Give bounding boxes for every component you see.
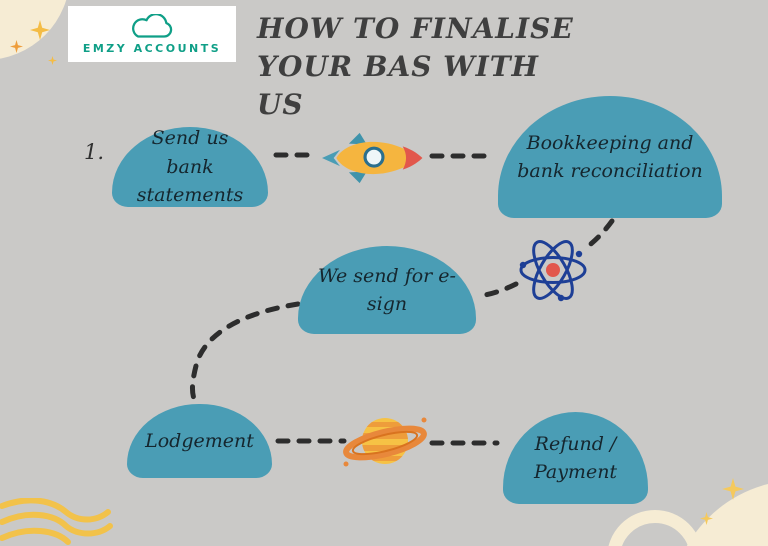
step-label: Refund / Payment — [533, 432, 618, 484]
page-title: HOW TO FINALISE YOUR BAS WITH US — [257, 10, 577, 124]
squiggle-lines — [0, 498, 113, 545]
connector-atom-to-esign — [477, 281, 519, 299]
step-number: 1. — [84, 140, 105, 164]
title-line-1: HOW TO FINALISE — [257, 12, 574, 45]
step-label: We send for e-sign — [318, 264, 456, 316]
cloud-icon — [132, 13, 173, 38]
connector-esign-to-lodgement — [190, 301, 301, 409]
step-we-send-for-e-sign: We send for e-sign — [298, 246, 476, 334]
planet-icon — [343, 417, 427, 467]
atom-icon — [519, 240, 587, 302]
step-lodgement: Lodgement — [127, 404, 272, 478]
step-label: Lodgement — [145, 429, 254, 452]
step-refund-payment: Refund / Payment — [503, 412, 648, 504]
title-line-2: YOUR BAS WITH US — [257, 50, 540, 121]
logo-text: EMZY ACCOUNTS — [82, 41, 222, 55]
step-send-us-bank-statements: Send us bank statements — [112, 127, 268, 207]
step-label: Send us bank statements — [136, 127, 244, 207]
sparkle-icon — [48, 56, 57, 65]
rocket-icon — [322, 132, 423, 184]
logo: EMZY ACCOUNTS — [68, 6, 236, 62]
step-label: Bookkeeping and bank reconciliation — [517, 131, 703, 183]
